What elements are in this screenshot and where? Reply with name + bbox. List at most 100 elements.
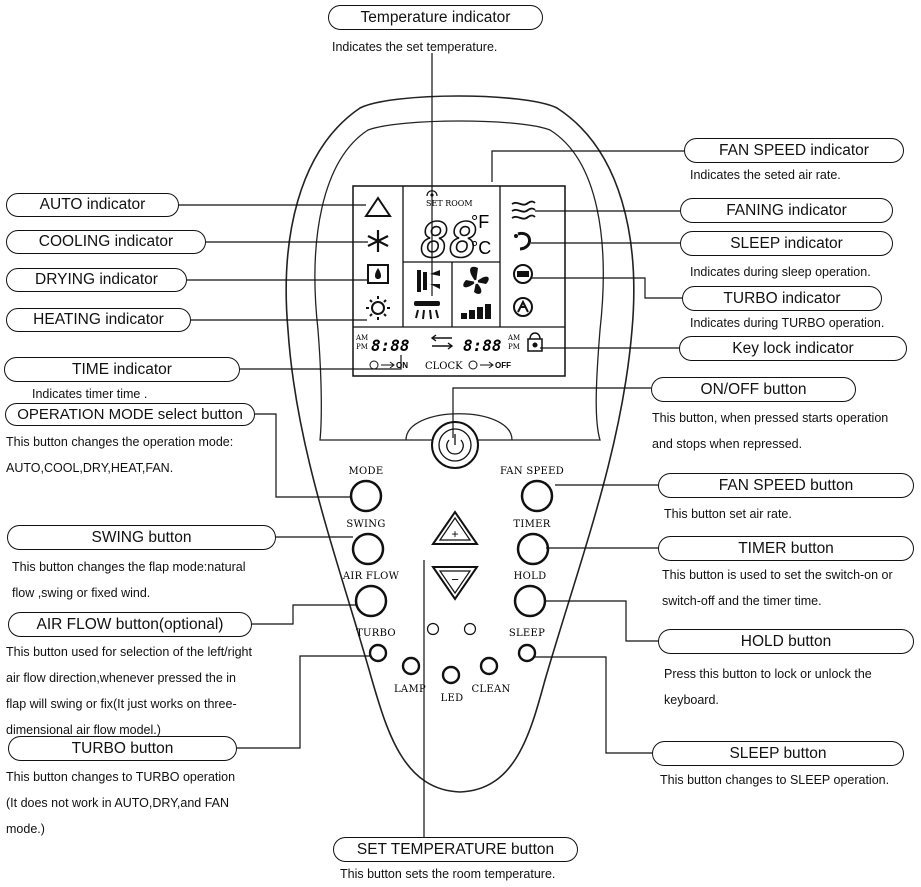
celsius-unit: °C [471,238,491,258]
turbo-button-label: TURBO [356,628,396,639]
timer-desc-line-1: This button is used to set the switch-on… [662,568,893,582]
clean-button[interactable] [479,656,499,676]
sleep-button-callout: SLEEP button [652,741,904,766]
remote-outer-body [285,95,635,793]
pm-label-left: PM [356,343,368,351]
temp-up-label: + [451,527,458,541]
hold-button-label: HOLD [514,571,547,582]
leader-lines [179,53,694,837]
swap-arrow-icon [430,334,454,350]
temp-down-label: − [451,572,459,587]
temperature-digits: 88 [420,213,478,269]
air-flow-button-callout: AIR FLOW button(optional) [8,612,252,637]
fan-speed-button-desc: This button set air rate. [664,507,792,521]
drying-indicator-callout: DRYING indicator [6,268,187,292]
timer-off-label: OFF [495,361,511,370]
fan-speed-indicator-desc: Indicates the seted air rate. [690,168,841,182]
timer-on-icon [369,360,395,370]
sleep-indicator-callout: SLEEP indicator [680,231,893,256]
am-label-left: AM [355,334,368,342]
timer-button-desc: This button is used to set the switch-on… [662,562,893,614]
hold-desc-line-1: Press this button to lock or unlock the [664,667,872,681]
fahrenheit-unit: °F [471,212,489,232]
heating-indicator-callout: HEATING indicator [6,308,191,332]
indicator-light-left [426,622,440,636]
operation-mode-desc-line-1: This button changes the operation mode: [6,435,234,449]
power-icon [446,434,464,455]
air-flow-desc-line-1: This button used for selection of the le… [6,645,252,659]
turbo-button[interactable] [368,643,388,663]
air-flow-button-label: AIR FLOW [342,571,400,582]
faning-indicator-callout: FANING indicator [680,198,893,223]
key-lock-indicator-callout: Key lock indicator [679,336,907,361]
fan-speed-button-callout: FAN SPEED button [658,473,914,498]
timer-button-callout: TIMER button [658,536,914,561]
hold-button-callout: HOLD button [658,629,914,654]
sleep-button[interactable] [517,643,537,663]
turbo-indicator-desc: Indicates during TURBO operation. [690,316,885,330]
led-button[interactable] [441,665,461,685]
time-left-digits: 8:88 [371,336,410,355]
pm-label-right: PM [508,343,520,351]
time-indicator-callout: TIME indicator [4,357,240,382]
fan-speed-indicator-callout: FAN SPEED indicator [684,138,904,163]
snowflake-icon [367,230,389,252]
turbo-button-desc: This button changes to TURBO operation (… [6,764,235,842]
lamp-button-label: LAMP [394,684,426,695]
faning-icon [511,200,536,220]
turbo-indicator-callout: TURBO indicator [682,286,882,311]
turbo-icon [513,264,533,284]
lamp-button[interactable] [401,656,421,676]
sleep-button-label: SLEEP [509,628,545,639]
fan-icon [463,266,489,294]
set-temperature-button-callout: SET TEMPERATURE button [333,837,578,862]
on-off-button-callout: ON/OFF button [651,377,856,402]
hold-desc-line-2: keyboard. [664,693,719,707]
timer-button-label: TIMER [513,519,550,530]
on-off-desc-line-1: This button, when pressed starts operati… [652,411,889,425]
turbo-desc-line-3: mode.) [6,822,45,836]
health-icon [513,297,533,317]
sleep-icon [514,231,531,251]
swing-desc-line-1: This button changes the flap mode:natura… [12,560,246,574]
indicator-light-right [463,622,477,636]
auto-indicator-callout: AUTO indicator [6,193,179,217]
set-temperature-button-desc: This button sets the room temperature. [340,867,556,881]
fan-speed-bars-icon [461,304,491,319]
timer-on-label: ON [396,361,408,370]
operation-mode-button-callout: OPERATION MODE select button [5,403,255,426]
sleep-indicator-desc: Indicates during sleep operation. [690,265,871,279]
clean-button-label: CLEAN [471,684,510,695]
lcd-screen [352,185,566,377]
air-flow-button-desc: This button used for selection of the le… [6,639,252,743]
remote-inner-panel [314,120,604,441]
temperature-indicator-callout: Temperature indicator [328,5,543,30]
timer-button[interactable] [516,532,550,566]
timer-off-icon [468,360,494,370]
swing-button-label: SWING [346,519,385,530]
swing-button[interactable] [351,532,385,566]
mode-button[interactable] [349,479,383,513]
sun-icon [366,296,390,320]
mode-button-label: MODE [349,466,384,477]
on-off-button-desc: This button, when pressed starts operati… [652,405,888,457]
remote-power-arch [405,413,513,441]
am-label-right: AM [507,334,520,342]
drying-icon [367,264,389,284]
air-flow-desc-line-3: flap will swing or fix(It just works on … [6,697,237,711]
air-flow-desc-line-4: dimensional air flow model.) [6,723,161,737]
fan-speed-button-label: FAN SPEED [500,466,564,477]
hold-button[interactable] [513,584,547,618]
timer-desc-line-2: switch-off and the timer time. [662,594,822,608]
operation-mode-button-desc: This button changes the operation mode: … [6,429,233,481]
set-room-label: SET ROOM [426,199,473,208]
air-flow-button[interactable] [354,584,388,618]
temp-up-button[interactable] [431,510,479,545]
clock-label: CLOCK [425,361,463,372]
temp-down-button[interactable] [431,566,479,601]
fan-speed-button[interactable] [520,479,554,513]
temperature-indicator-desc: Indicates the set temperature. [332,40,498,54]
cooling-indicator-callout: COOLING indicator [6,230,206,254]
